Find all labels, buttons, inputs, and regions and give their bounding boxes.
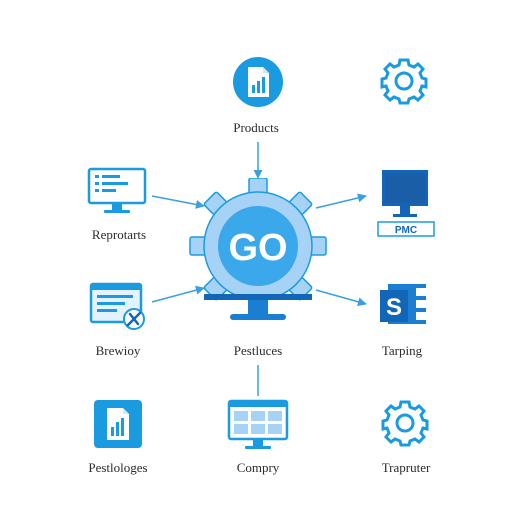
reports-label: Reprotarts — [91, 227, 147, 242]
connector-tapping — [315, 289, 367, 307]
center-text: GO — [228, 227, 287, 269]
review-label: Brewioy — [95, 343, 141, 358]
dashboard-monitor-icon — [227, 399, 289, 449]
node-reports[interactable] — [86, 166, 148, 218]
monitor-badge: PMC — [395, 225, 417, 236]
node-monitor-right[interactable]: PMC — [376, 168, 436, 240]
tapping-label: Tarping — [381, 343, 423, 358]
portfolios-label: Pestlologes — [88, 460, 148, 475]
products-label: Products — [233, 120, 279, 135]
node-review[interactable] — [88, 281, 148, 331]
node-top-right[interactable] — [380, 57, 428, 105]
connector-reports — [151, 195, 205, 209]
node-products[interactable] — [232, 56, 284, 108]
gear-icon — [381, 400, 429, 447]
central-node: GO — [186, 177, 330, 338]
center-label: Pestluces — [233, 343, 283, 358]
monitor-list-icon — [87, 167, 147, 213]
connector-review — [151, 285, 205, 303]
company-label: Compry — [236, 460, 280, 475]
trapruter-label: Trapruter — [381, 460, 431, 475]
node-portfolios[interactable] — [92, 398, 144, 450]
node-tapping[interactable]: S — [378, 278, 430, 330]
s-app-icon: S — [380, 284, 426, 324]
tapping-glyph: S — [386, 294, 402, 321]
document-chart-icon — [233, 57, 283, 107]
node-trapruter[interactable] — [380, 398, 430, 448]
node-company[interactable] — [226, 398, 290, 452]
monitor-icon: PMC — [377, 170, 435, 237]
document-chart-icon — [94, 400, 142, 448]
connector-monitor-right — [315, 193, 367, 209]
window-tools-icon — [89, 282, 145, 330]
gear-monitor-icon: GO — [189, 177, 327, 320]
gear-icon — [380, 58, 428, 105]
